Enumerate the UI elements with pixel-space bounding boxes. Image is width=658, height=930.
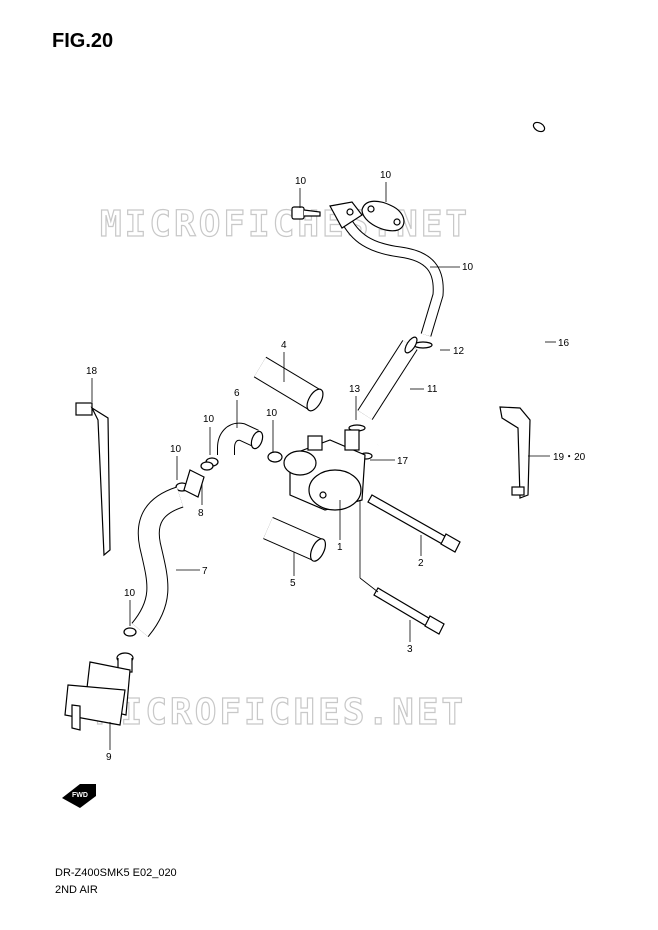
figure-title: FIG.20 [52, 30, 114, 52]
fwd-arrow-icon: FWD [62, 784, 96, 808]
part-2-bolt [367, 494, 461, 553]
part-16-hose [377, 121, 598, 450]
part-4-hose [253, 356, 324, 412]
callout-10-a: 10 [203, 414, 215, 425]
callout-8: 8 [198, 508, 204, 519]
callout-9: 9 [106, 752, 112, 763]
callout-12-lower: 13 [349, 384, 361, 395]
callout-15: 10 [295, 176, 307, 187]
diagram-subtitle: 2ND AIR [55, 884, 98, 896]
callout-10-c: 10 [170, 444, 182, 455]
part-18-cable-tie [75, 402, 111, 557]
fwd-label: FWD [72, 792, 88, 799]
leader-lines [91, 182, 556, 750]
part-6-elbow [217, 422, 264, 455]
callout-3: 3 [407, 644, 413, 655]
part-9-filter [64, 652, 134, 731]
part-15-bolt [291, 206, 321, 220]
part-19-20-bracket [499, 406, 531, 499]
callout-1: 1 [337, 542, 343, 553]
callout-10-d: 10 [124, 588, 136, 599]
callout-19-20: 19・20 [553, 452, 586, 463]
callout-14: 10 [380, 170, 392, 181]
callout-18: 18 [86, 366, 98, 377]
callout-11: 11 [427, 384, 438, 395]
callout-13: 10 [462, 262, 474, 273]
part-8-joint [183, 469, 205, 498]
callout-labels: 10 10 10 12 11 16 13 17 4 6 10 10 10 8 1… [86, 170, 586, 763]
part-7-hose [131, 486, 184, 638]
callout-12-upper: 12 [453, 346, 465, 357]
callout-5: 5 [290, 578, 296, 589]
part-5-hose [263, 517, 327, 562]
part-10-clamps [123, 451, 283, 637]
callout-10-b: 10 [266, 408, 278, 419]
callout-4: 4 [281, 340, 287, 351]
part-13-pipe [329, 201, 444, 337]
part-11-hose [357, 336, 418, 420]
part-3-bolt [373, 587, 445, 635]
part-14-gasket [361, 200, 405, 232]
part-1-valve [283, 429, 366, 511]
callout-17: 17 [397, 456, 409, 467]
callout-7: 7 [202, 566, 208, 577]
watermark-bottom: MICROFICHES.NET [95, 691, 467, 733]
callout-6: 6 [234, 388, 240, 399]
watermark-top: MICROFICHES.NET [99, 203, 471, 245]
model-code: DR-Z400SMK5 E02_020 [55, 867, 177, 879]
callout-2: 2 [418, 558, 424, 569]
callout-16: 16 [558, 338, 570, 349]
